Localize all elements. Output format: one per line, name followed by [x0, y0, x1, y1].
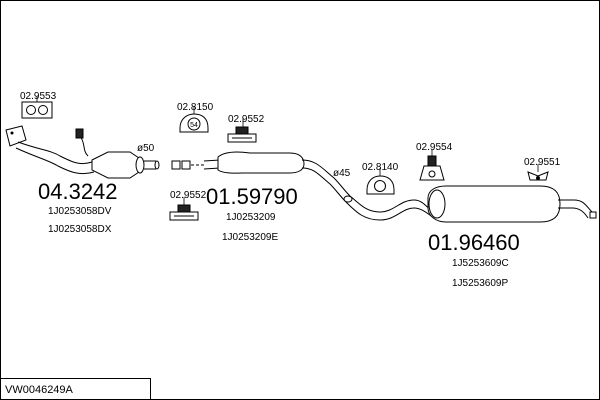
label-ring-mount-rear: 02.8140: [362, 162, 399, 173]
part-number-catalyst: 04.3242: [38, 179, 118, 204]
ring-mount-front: 54: [179, 113, 209, 133]
middle-silencer-body: [217, 151, 305, 174]
label-rear-bracket: 02.9551: [524, 157, 561, 168]
leader-lines: [36, 96, 539, 205]
diameter-50: ø50: [137, 143, 155, 154]
ref-catalyst-1: 1J0253058DV: [48, 206, 112, 217]
part-number-middle: 01.59790: [206, 184, 298, 209]
hanger-bottom: [169, 204, 199, 221]
ref-middle-2: 1J0253209E: [222, 232, 278, 243]
middle-silencer-assembly: [171, 151, 351, 203]
rear-silencer-assembly: [343, 185, 597, 223]
label-hanger-bottom: 02.9552: [170, 190, 207, 201]
diagram-reference: VW0046249A: [5, 384, 74, 396]
label-ring-mount: 02.8150: [177, 102, 214, 113]
hanger-top: [227, 126, 257, 143]
catalytic-converter-assembly: [5, 125, 160, 179]
flange-bolt: [10, 131, 14, 135]
label-hanger-top: 02.9552: [228, 114, 265, 125]
ring-mount-rear: [366, 175, 395, 195]
tailpipe-end: [589, 211, 597, 219]
ref-catalyst-2: 1J0253058DX: [48, 224, 112, 235]
part-number-rear: 01.96460: [428, 230, 520, 255]
diameter-45: ø45: [333, 168, 351, 179]
ref-middle-1: 1J0253209: [226, 212, 276, 223]
label-gasket-front: 02.9553: [20, 91, 57, 102]
catalyst-body: [91, 151, 143, 179]
lambda-sensor: [75, 128, 84, 139]
ref-rear-1: 1J5253609C: [452, 258, 509, 269]
rear-silencer-body: [427, 185, 561, 223]
ring-mount-number: 54: [190, 122, 198, 129]
connector-sleeve: [171, 160, 181, 170]
front-gasket: [21, 101, 53, 119]
label-rubber-hanger: 02.9554: [416, 142, 453, 153]
rear-bracket: [527, 171, 549, 181]
front-flange: [5, 125, 27, 147]
ref-rear-2: 1J5253609P: [452, 278, 508, 289]
rubber-hanger: [419, 155, 445, 181]
